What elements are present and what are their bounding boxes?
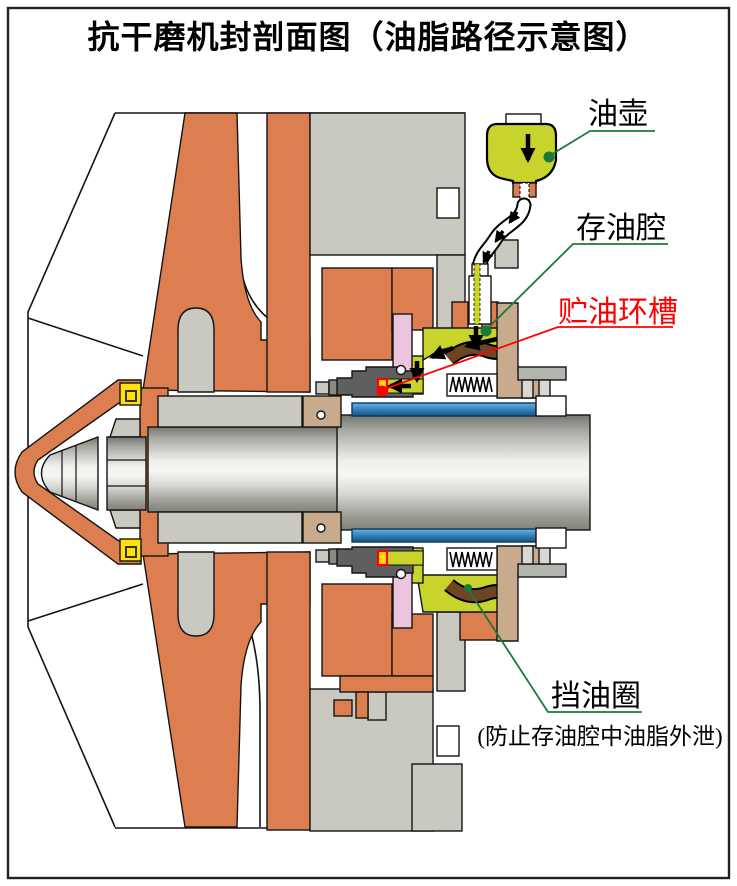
bearing-housing	[266, 112, 519, 832]
label-oil-pot: 油壶	[588, 98, 648, 131]
casing-cover-column-top	[266, 112, 311, 393]
gland-bolts-bottom	[517, 527, 567, 578]
washer-tab-bottom	[109, 509, 141, 529]
leader-baffle-ring	[464, 584, 642, 713]
shaft-sleeve	[351, 402, 539, 543]
seal-spring-top	[446, 373, 498, 397]
leader-oil-pot	[543, 130, 655, 163]
inlet-fitting	[468, 263, 492, 325]
impeller-balance-pocket-top	[177, 307, 215, 393]
shaft-nut	[106, 436, 147, 511]
throttle-bushing-top	[392, 313, 413, 373]
anti-rotation-pin-bottom	[395, 568, 407, 580]
label-baffle-note: (防止存油腔中油脂外泄)	[477, 724, 722, 749]
label-ring-groove: 贮油环槽	[558, 296, 678, 329]
throttle-bushing-bottom	[392, 571, 413, 629]
casing-cover-column-bottom	[266, 551, 311, 831]
leader-ring-groove	[376, 326, 673, 397]
gland-bolts-top	[517, 366, 567, 417]
seal-spring-bottom	[446, 547, 498, 571]
seal-chamber-cover	[321, 267, 499, 719]
anti-rotation-pin-top	[395, 364, 407, 376]
impeller-balance-pocket-bottom	[177, 551, 215, 637]
oil-pot-cap	[505, 113, 542, 125]
shaft-spacers	[157, 395, 342, 544]
shaft	[40, 414, 591, 531]
impeller-nose	[14, 379, 142, 565]
label-baffle-ring: 挡油圈	[551, 680, 641, 713]
leader-oil-chamber	[480, 243, 668, 337]
shaft-end-cap	[40, 435, 99, 512]
page-title: 抗干磨机封剖面图（油脂路径示意图）	[87, 19, 648, 55]
label-oil-chamber: 存油腔	[576, 212, 666, 245]
washer-tab-top	[109, 418, 141, 438]
seal-ring-assembly-bottom	[315, 546, 424, 580]
oil-ring-groove-bottom	[376, 549, 389, 567]
